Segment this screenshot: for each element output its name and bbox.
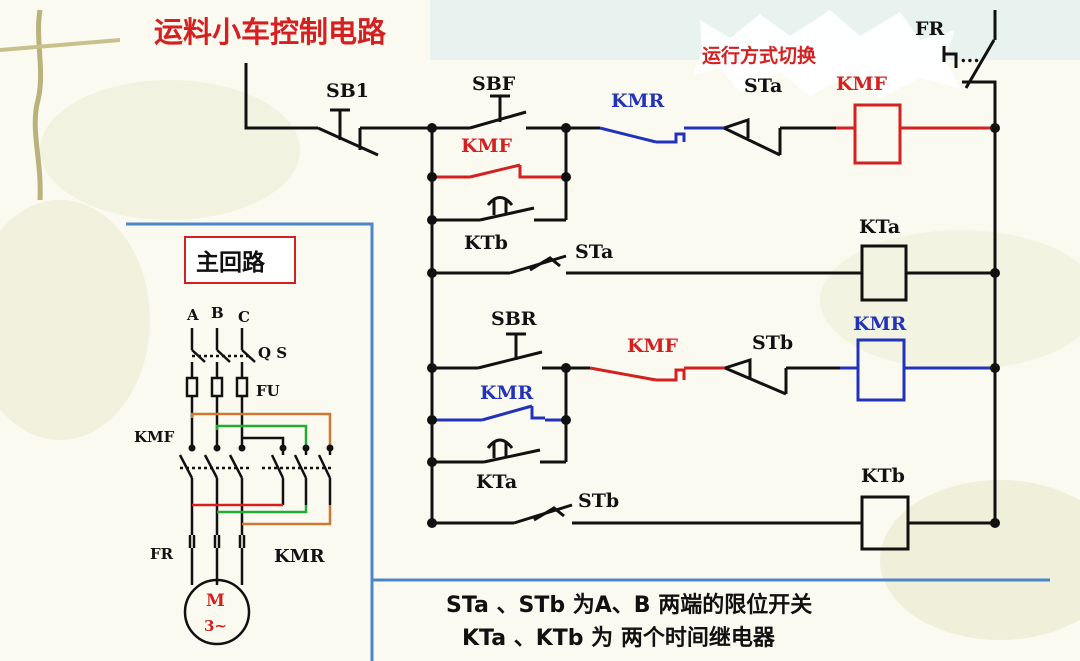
motor-label: M — [206, 591, 225, 611]
main-circuit-title: 主回路 — [196, 249, 266, 276]
label-kmf-coil: KMF — [836, 73, 888, 95]
wire-orange-top — [190, 412, 332, 448]
main-circuit-wiring — [178, 328, 334, 646]
sta-nc-contact — [723, 126, 781, 157]
banner-text: 运行方式切换 — [702, 44, 817, 67]
label-kta-contact: KTa — [476, 471, 517, 493]
note-line-1: STa 、STb 为A、B 两端的限位开关 — [446, 592, 812, 618]
label-sbr: SBR — [491, 308, 537, 330]
label-stb-nc: STb — [752, 332, 793, 354]
kmf-interlock-contact — [589, 366, 657, 382]
sbr-contact — [477, 350, 543, 370]
supply-wire-left — [244, 63, 318, 130]
label-kmf-contact: KMF — [461, 135, 513, 157]
junction-dots — [427, 123, 1000, 528]
label-fr-dots: ... — [960, 45, 980, 67]
sbr-actuator — [506, 332, 526, 360]
label-sta-nc: STa — [744, 75, 782, 97]
label-kmr-contact: KMR — [480, 382, 534, 404]
fr-contact — [964, 39, 996, 89]
label-qs: Q S — [258, 344, 287, 362]
label-ktb-contact: KTb — [464, 232, 508, 254]
label-kmr-interlock: KMR — [611, 90, 665, 112]
label-kta-coil: KTa — [859, 216, 900, 238]
motor — [183, 578, 251, 646]
label-phase-a: A — [186, 306, 199, 324]
main-circuit-title-box — [184, 236, 296, 284]
wire-green-bottom — [217, 505, 308, 514]
kmr-coil — [856, 338, 906, 402]
label-kmr-main: KMR — [274, 546, 326, 567]
kta-timed-contact — [483, 448, 541, 464]
label-sb1: SB1 — [326, 80, 369, 102]
kmr-hold-contact — [481, 404, 533, 422]
stb-nc-contact — [724, 366, 787, 396]
wire-green-top — [215, 424, 308, 448]
panel-frame — [126, 222, 374, 661]
control-labels: SB1 SBF KMF KMR STa KMF FR ... KTb STa K… — [326, 18, 980, 512]
label-fr-main: FR — [150, 545, 174, 563]
main-circuit-panel: 主回路 A B C Q S FU KMF FR KMR — [126, 222, 374, 661]
page-title: 运料小车控制电路 — [154, 15, 387, 49]
label-sbf: SBF — [472, 73, 516, 95]
note-line-2: KTa 、KTb 为 两个时间继电器 — [462, 625, 776, 651]
label-phase-b: B — [211, 304, 224, 322]
label-fu: FU — [256, 382, 280, 400]
sbf-actuator — [490, 94, 510, 122]
label-ktb-coil: KTb — [861, 465, 905, 487]
label-sta-no: STa — [575, 241, 613, 263]
sb1-contact — [317, 126, 379, 157]
label-fr: FR — [915, 18, 944, 40]
label-phase-c: C — [238, 308, 250, 326]
label-stb-no: STb — [578, 490, 619, 512]
label-kmr-coil: KMR — [853, 313, 907, 335]
sb1-actuator — [330, 108, 350, 140]
wire-orange-bottom — [242, 505, 332, 526]
kmf-coil — [853, 103, 902, 165]
sbf-contact — [469, 110, 527, 130]
motor-phase-label: 3~ — [204, 617, 227, 635]
kmr-interlock-contact — [599, 126, 657, 144]
label-kmf-interlock: KMF — [627, 335, 679, 357]
kmf-hold-contact — [469, 163, 521, 179]
banner-burst: 运行方式切换 — [692, 10, 960, 98]
control-circuit — [244, 10, 997, 551]
label-kmf-main: KMF — [134, 428, 175, 446]
